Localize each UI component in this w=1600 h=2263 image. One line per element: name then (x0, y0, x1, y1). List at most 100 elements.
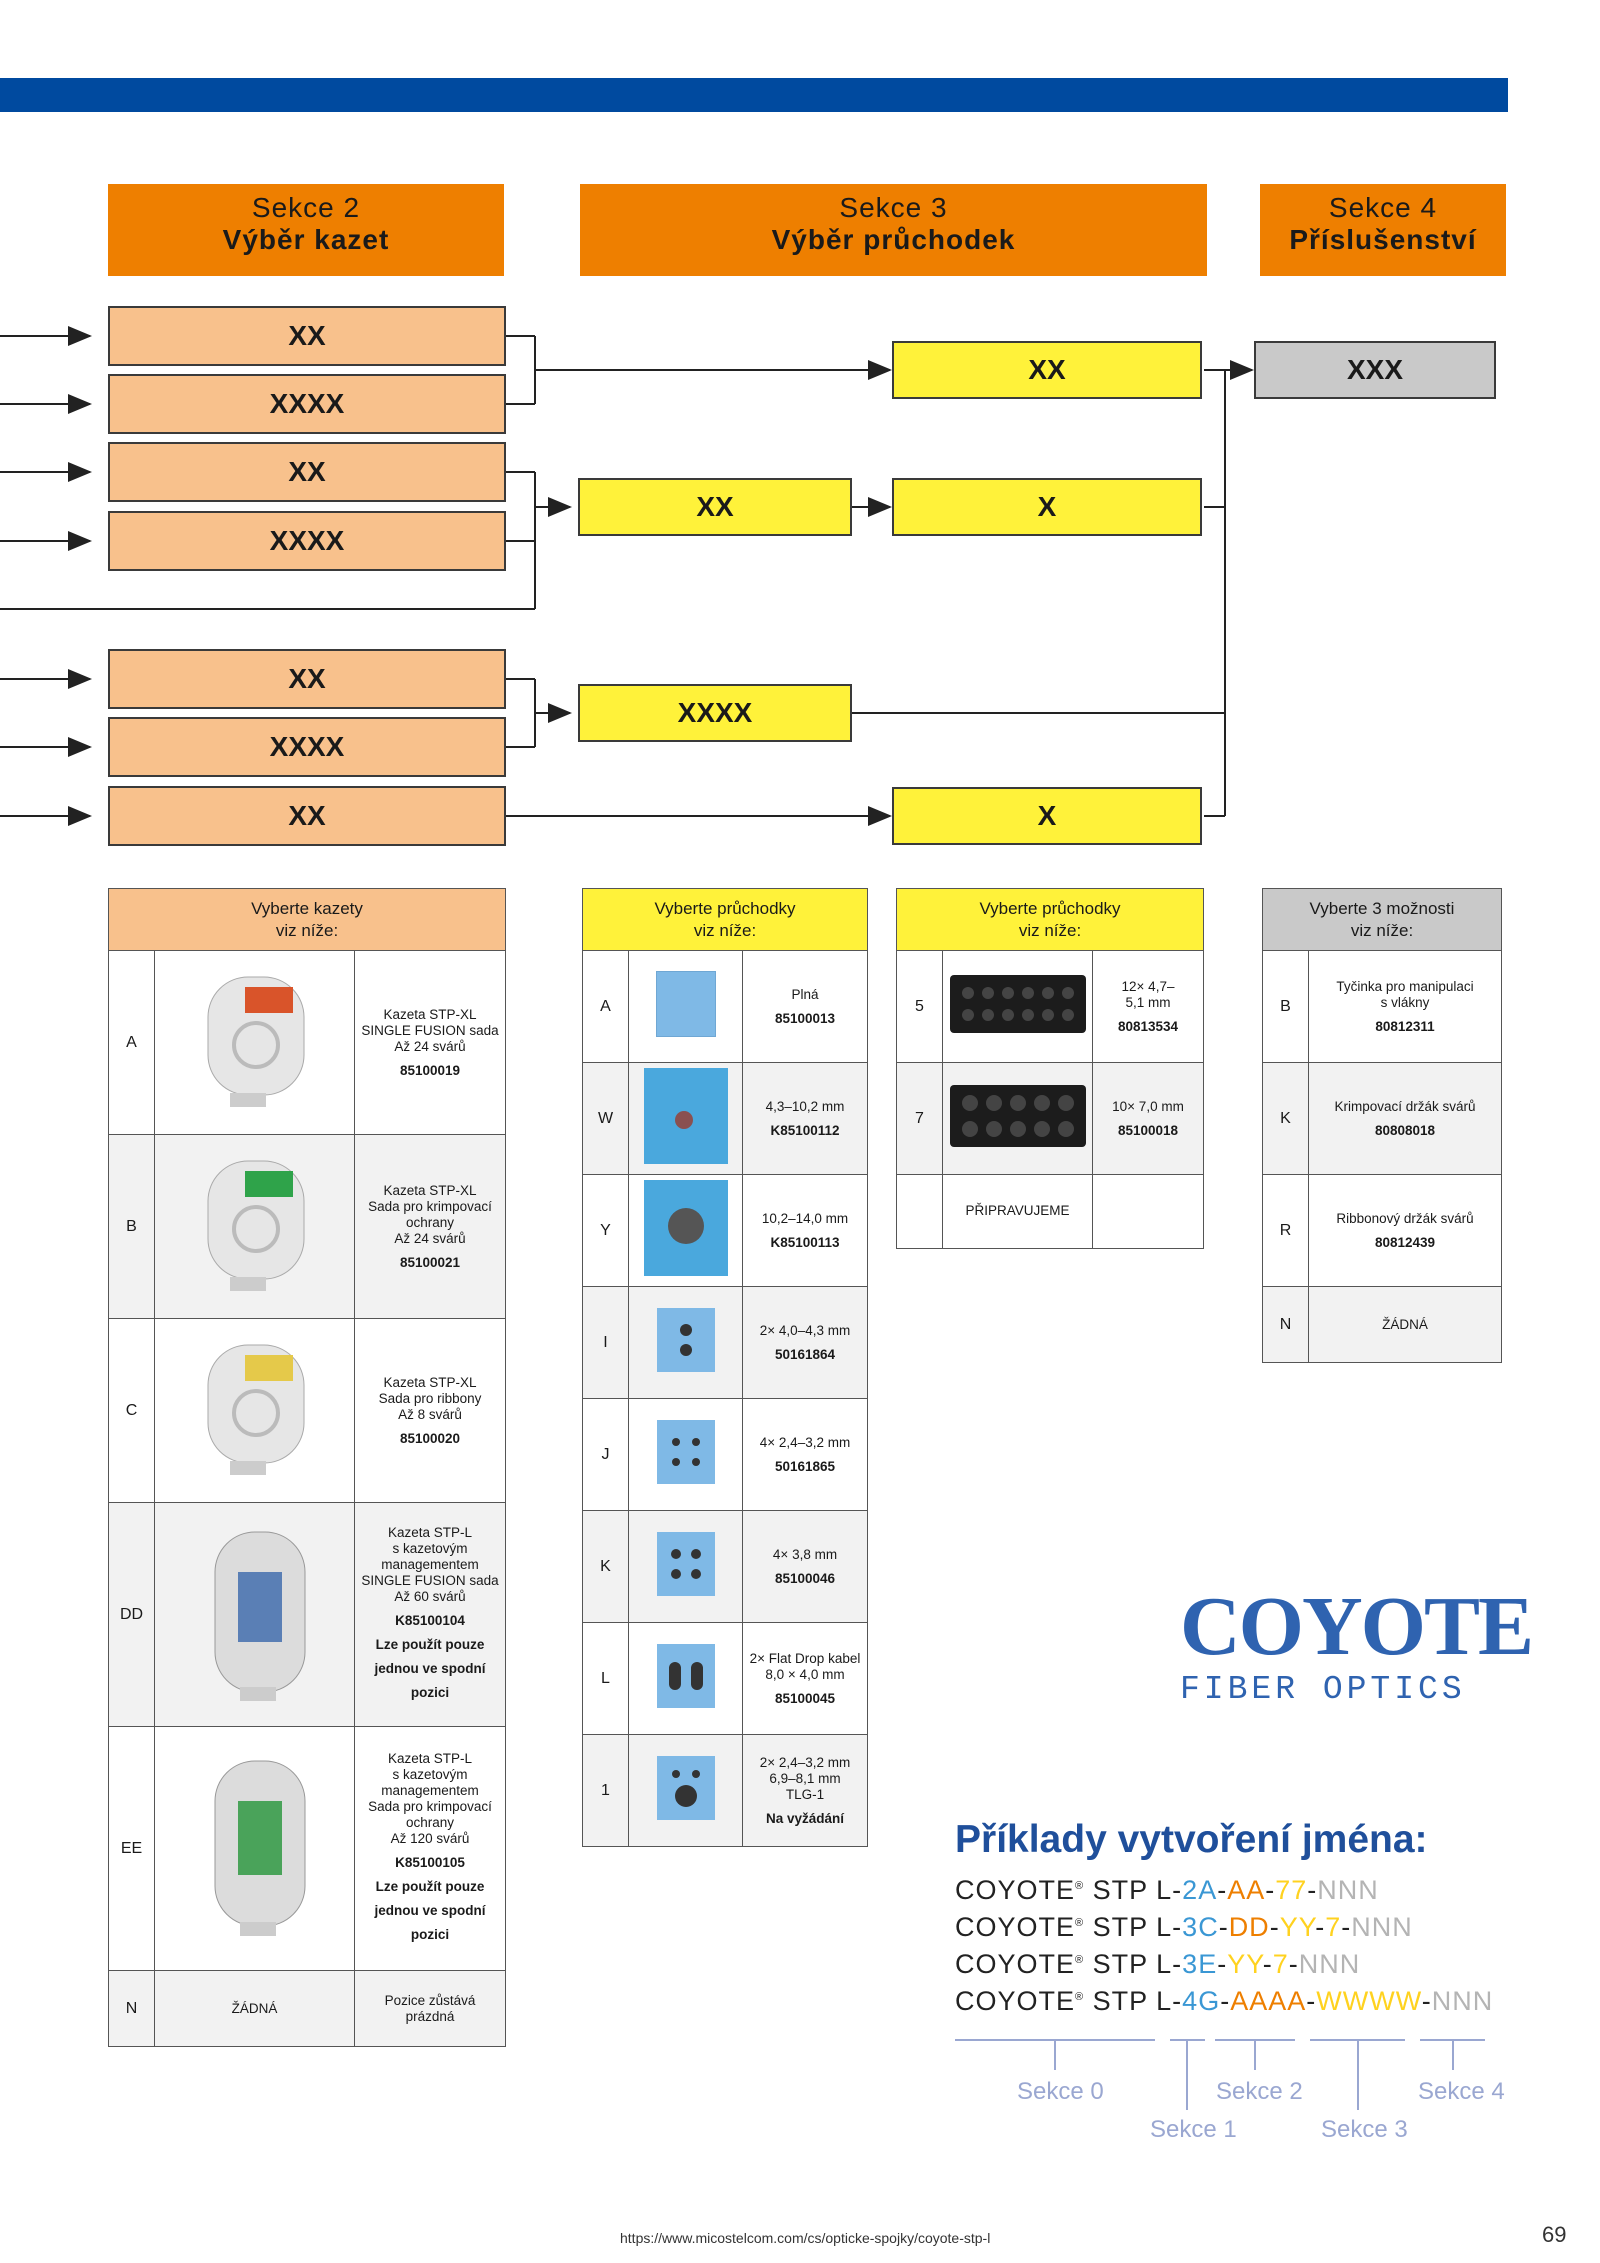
four-hole-gland-icon (628, 1510, 743, 1623)
section-4-header: Sekce 4 Příslušenství (1260, 184, 1506, 276)
header-line-1: Vyberte 3 možnosti (1309, 898, 1455, 918)
example-segment: COYOTE (955, 1986, 1076, 2016)
section-label-0: Sekce 0 (1017, 2078, 1104, 2105)
example-segment: - (1218, 1912, 1229, 1942)
desc-line: managementem (381, 1782, 479, 1798)
table-row: PŘIPRAVUJEME (896, 1174, 1204, 1249)
section-brackets (955, 2039, 1485, 2110)
example-segment: ® (1075, 1880, 1085, 1892)
example-segment: STP L- (1084, 1912, 1183, 1942)
desc-line: Až 120 svárů (390, 1830, 470, 1846)
desc-line: s kazetovým (392, 1540, 468, 1556)
desc-line: SINGLE FUSION sada (361, 1022, 499, 1038)
cassette-box-1: XX (108, 306, 506, 366)
example-segment: NNN (1351, 1912, 1413, 1942)
gland-table-2: Vyberte průchodky viz níže: 5 12× 4,7–5,… (896, 888, 1204, 1249)
part-number: 85100021 (399, 1254, 461, 1270)
desc-line: Kazeta STP-XL (383, 1006, 477, 1022)
part-number: 80812439 (1374, 1234, 1436, 1250)
example-segment: ® (1075, 1954, 1085, 1966)
row-code: A (108, 950, 155, 1135)
example-segment: COYOTE (955, 1949, 1076, 1979)
example-segment: - (1217, 1875, 1228, 1905)
row-code: 7 (896, 1062, 943, 1175)
none-label: ŽÁDNÁ (154, 1970, 355, 2047)
cassette-table-header: Vyberte kazety viz níže: (108, 888, 506, 951)
desc-line: 8,0 × 4,0 mm (765, 1666, 845, 1682)
twelve-hole-gland-icon (942, 950, 1093, 1063)
part-number: 50161864 (774, 1346, 836, 1362)
logo-word: COYOTE (1180, 1580, 1534, 1673)
header-line-2: viz níže: (275, 920, 339, 940)
row-code: B (1262, 950, 1309, 1063)
cassette-box-6: XXXX (108, 717, 506, 777)
row-code (896, 1174, 943, 1249)
coming-soon-label: PŘIPRAVUJEME (942, 1174, 1093, 1249)
part-number: K85100104 (395, 1612, 465, 1628)
cassette-table: Vyberte kazety viz níže: A Kazeta STP-XL… (108, 888, 506, 2047)
desc-line: Až 24 svárů (394, 1230, 466, 1246)
example-segment: 3E (1182, 1949, 1218, 1979)
row-code: N (108, 1970, 155, 2047)
table-row: A Kazeta STP-XL SINGLE FUSION sada Až 24… (108, 950, 506, 1135)
example-segment: DD (1228, 1912, 1270, 1942)
example-segment: 7 (1325, 1912, 1342, 1942)
row-code: W (582, 1062, 629, 1175)
example-segment: YY (1279, 1912, 1316, 1942)
cassette-box-4: XXXX (108, 511, 506, 571)
row-code: Y (582, 1174, 629, 1287)
desc-line: Až 8 svárů (398, 1406, 462, 1422)
row-code: 5 (896, 950, 943, 1063)
desc-line: Až 60 svárů (394, 1588, 466, 1604)
section-4-title: Příslušenství (1289, 224, 1477, 255)
section-4-label: Sekce 4 (1328, 192, 1438, 223)
example-segment: ® (1075, 1991, 1085, 2003)
note-line: jednou ve spodní (374, 1902, 486, 1918)
part-number: 85100019 (399, 1062, 461, 1078)
row-code: K (582, 1510, 629, 1623)
desc-line: prázdná (405, 2008, 455, 2024)
note-line: pozici (410, 1684, 450, 1700)
table-row: DD Kazeta STP-L s kazetovým managementem… (108, 1502, 506, 1727)
example-segment: 3C (1182, 1912, 1219, 1942)
example-segment: - (1315, 1912, 1326, 1942)
section-label-3: Sekce 3 (1321, 2116, 1408, 2143)
row-code: A (582, 950, 629, 1063)
part-number: 80813534 (1117, 1018, 1179, 1034)
desc-line: Kazeta STP-L (387, 1750, 473, 1766)
example-segment: NNN (1431, 1986, 1494, 2016)
table-row: EE Kazeta STP-L s kazetovým managementem… (108, 1726, 506, 1971)
example-segment: AAAA (1230, 1986, 1307, 2016)
row-code: L (582, 1622, 629, 1735)
gland-box-left-1: XX (578, 478, 852, 536)
desc-line: 10× 7,0 mm (1112, 1098, 1184, 1114)
part-number: 80808018 (1374, 1122, 1436, 1138)
cassette-l-green-icon (154, 1726, 355, 1971)
example-segment: STP L- (1084, 1875, 1183, 1905)
small-hole-gland-icon (628, 1062, 743, 1175)
example-segment: 77 (1275, 1875, 1308, 1905)
row-code: EE (108, 1726, 155, 1971)
example-segment: STP L- (1084, 1986, 1183, 2016)
table-row: C Kazeta STP-XL Sada pro ribbony Až 8 sv… (108, 1318, 506, 1503)
header-line-2: viz níže: (693, 920, 757, 940)
coyote-logo: COYOTE FIBER OPTICS (1180, 1580, 1534, 1709)
row-desc: 2× 4,0–4,3 mm 50161864 (742, 1286, 868, 1399)
footer-url[interactable]: https://www.micostelcom.com/cs/opticke-s… (620, 2230, 991, 2246)
section-3-label: Sekce 3 (839, 192, 948, 223)
desc-line: Sada pro krimpovací (368, 1198, 492, 1214)
gland-box-left-2: XXXX (578, 684, 852, 742)
part-number: 85100013 (774, 1010, 836, 1026)
example-segment: AA (1227, 1875, 1266, 1905)
part-number: 85100020 (399, 1430, 461, 1446)
desc-line: 2× 4,0–4,3 mm (759, 1322, 851, 1338)
